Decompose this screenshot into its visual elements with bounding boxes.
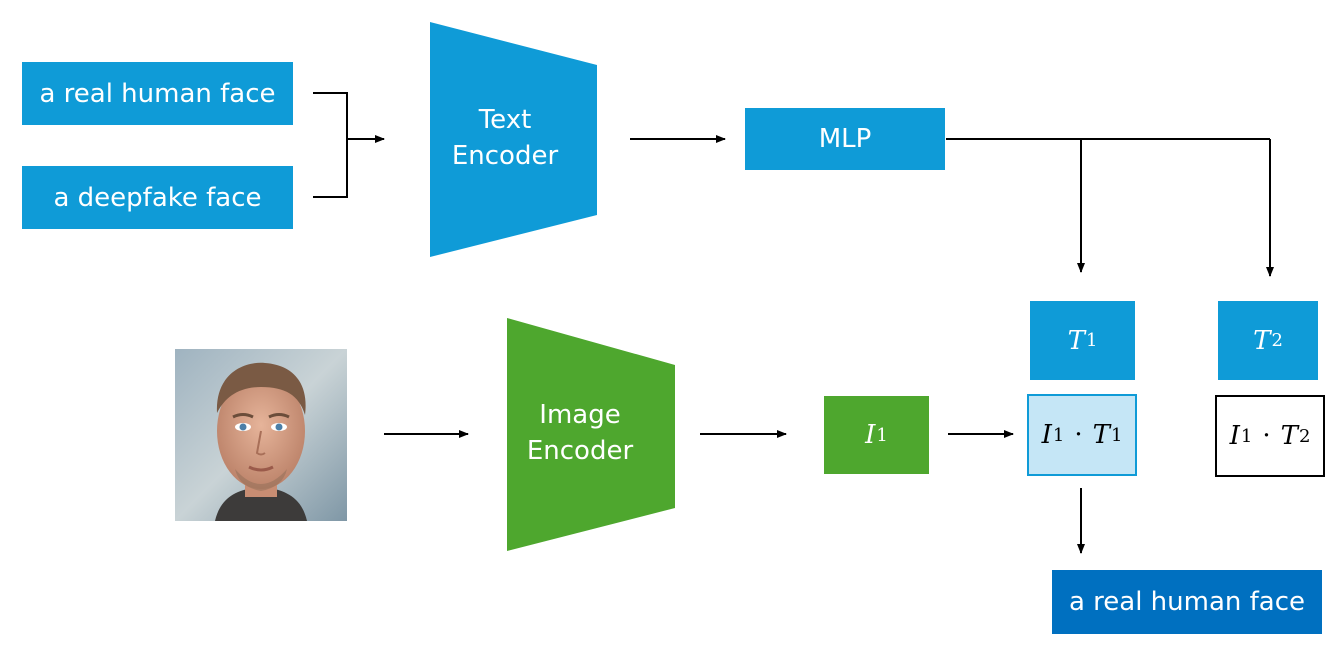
score2-b-sub: 2 xyxy=(1298,425,1311,447)
score2-a-sub: 1 xyxy=(1240,425,1253,447)
image-encoder-label: Image Encoder xyxy=(505,397,655,469)
prompt-real-box: a real human face xyxy=(22,62,293,125)
score1-b-sub: 1 xyxy=(1110,424,1123,446)
i1-sub: 1 xyxy=(876,424,888,446)
text-encoder-line1: Text xyxy=(478,105,532,135)
output-box: a real human face xyxy=(1052,570,1322,634)
score1-a: I xyxy=(1041,420,1052,450)
face-photo xyxy=(175,349,347,521)
image-encoder-shape xyxy=(507,318,675,551)
score2-dot: · xyxy=(1262,421,1271,451)
t2-symbol: T xyxy=(1253,325,1271,356)
score1-a-sub: 1 xyxy=(1052,424,1065,446)
prompt-fake-label: a deepfake face xyxy=(53,182,262,213)
prompt-fake-box: a deepfake face xyxy=(22,166,293,229)
prompt-real-label: a real human face xyxy=(39,78,276,109)
mlp-label: MLP xyxy=(818,124,872,154)
i1-symbol: I xyxy=(865,420,876,450)
t2-sub: 2 xyxy=(1271,330,1283,351)
score1-b: T xyxy=(1092,420,1110,450)
prompt-bracket xyxy=(313,92,348,198)
score2-b: T xyxy=(1280,421,1298,451)
text-encoder-label: Text Encoder xyxy=(430,102,580,174)
text-encoder-shape xyxy=(430,22,597,257)
image-encoder-line2: Encoder xyxy=(526,436,634,466)
t1-symbol: T xyxy=(1067,325,1085,356)
t1-sub: 1 xyxy=(1085,330,1098,351)
score2-a: I xyxy=(1229,421,1240,451)
output-label: a real human face xyxy=(1068,587,1306,617)
mlp-box: MLP xyxy=(745,108,945,170)
score1-dot: · xyxy=(1074,420,1083,450)
text-encoder-line2: Encoder xyxy=(451,141,559,171)
image-encoder-line1: Image xyxy=(539,400,621,430)
